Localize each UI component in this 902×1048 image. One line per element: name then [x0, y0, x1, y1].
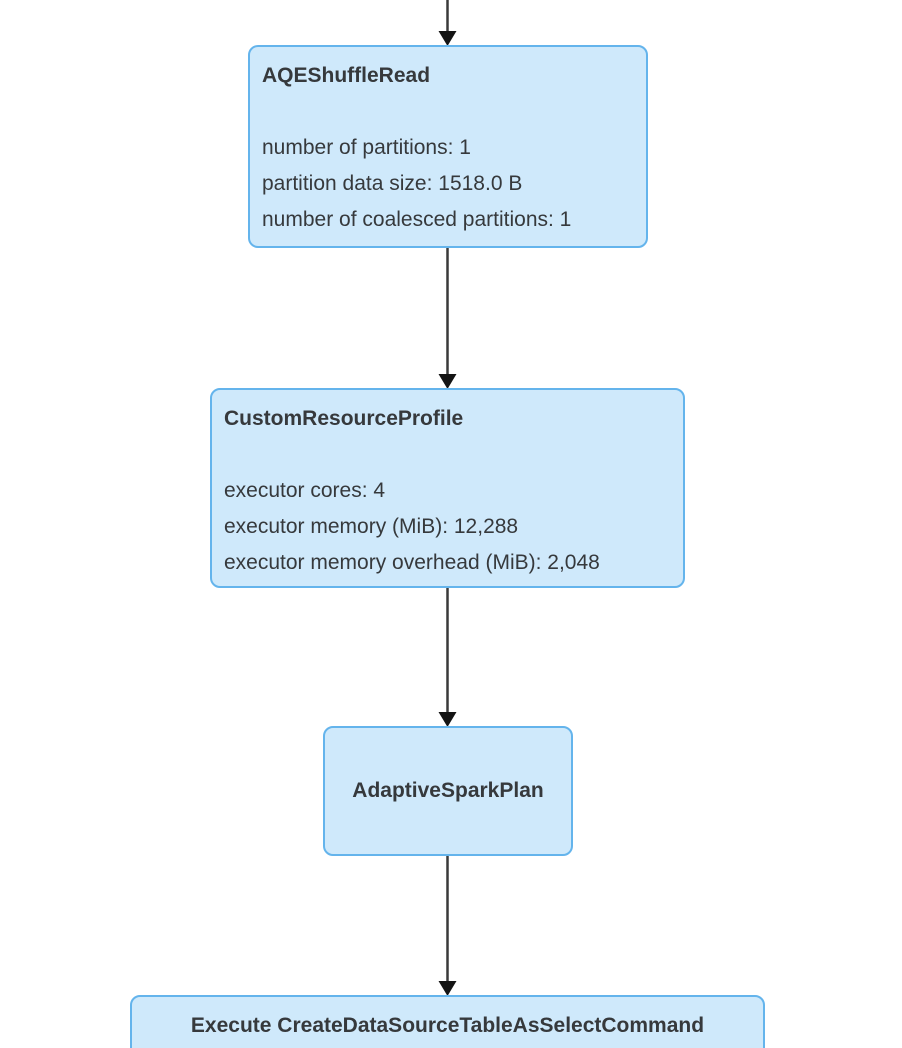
plan-node-adaptivesparkplan[interactable]: AdaptiveSparkPlan: [323, 726, 573, 856]
node-metric: number of coalesced partitions: 1: [262, 208, 572, 231]
node-title: AdaptiveSparkPlan: [352, 779, 544, 802]
node-title-gap: [224, 437, 671, 473]
node-title: CustomResourceProfile: [224, 407, 464, 430]
edge-arrow-adaptivesparkplan-to-execute: [438, 856, 457, 996]
node-metric: executor memory overhead (MiB): 2,048: [224, 551, 600, 574]
plan-node-customresourceprofile[interactable]: CustomResourceProfile executor cores: 4 …: [210, 388, 685, 588]
plan-node-execute-createdatasourcetableasselectcommand[interactable]: Execute CreateDataSourceTableAsSelectCom…: [130, 995, 765, 1048]
plan-node-aqeshuffleread[interactable]: AQEShuffleRead number of partitions: 1 p…: [248, 45, 648, 248]
node-metric: executor cores: 4: [224, 479, 386, 502]
node-metric: executor memory (MiB): 12,288: [224, 515, 519, 538]
edge-arrow-into-aqeshuffleread: [438, 0, 457, 46]
node-title: Execute CreateDataSourceTableAsSelectCom…: [190, 1014, 705, 1037]
edge-arrow-aqeshuffleread-to-customresourceprofile: [438, 248, 457, 389]
node-title: AQEShuffleRead: [262, 64, 431, 87]
node-metric: number of partitions: 1: [262, 136, 471, 159]
edge-arrow-customresourceprofile-to-adaptivesparkplan: [438, 588, 457, 727]
node-title-gap: [262, 94, 634, 130]
node-metric: partition data size: 1518.0 B: [262, 172, 523, 195]
